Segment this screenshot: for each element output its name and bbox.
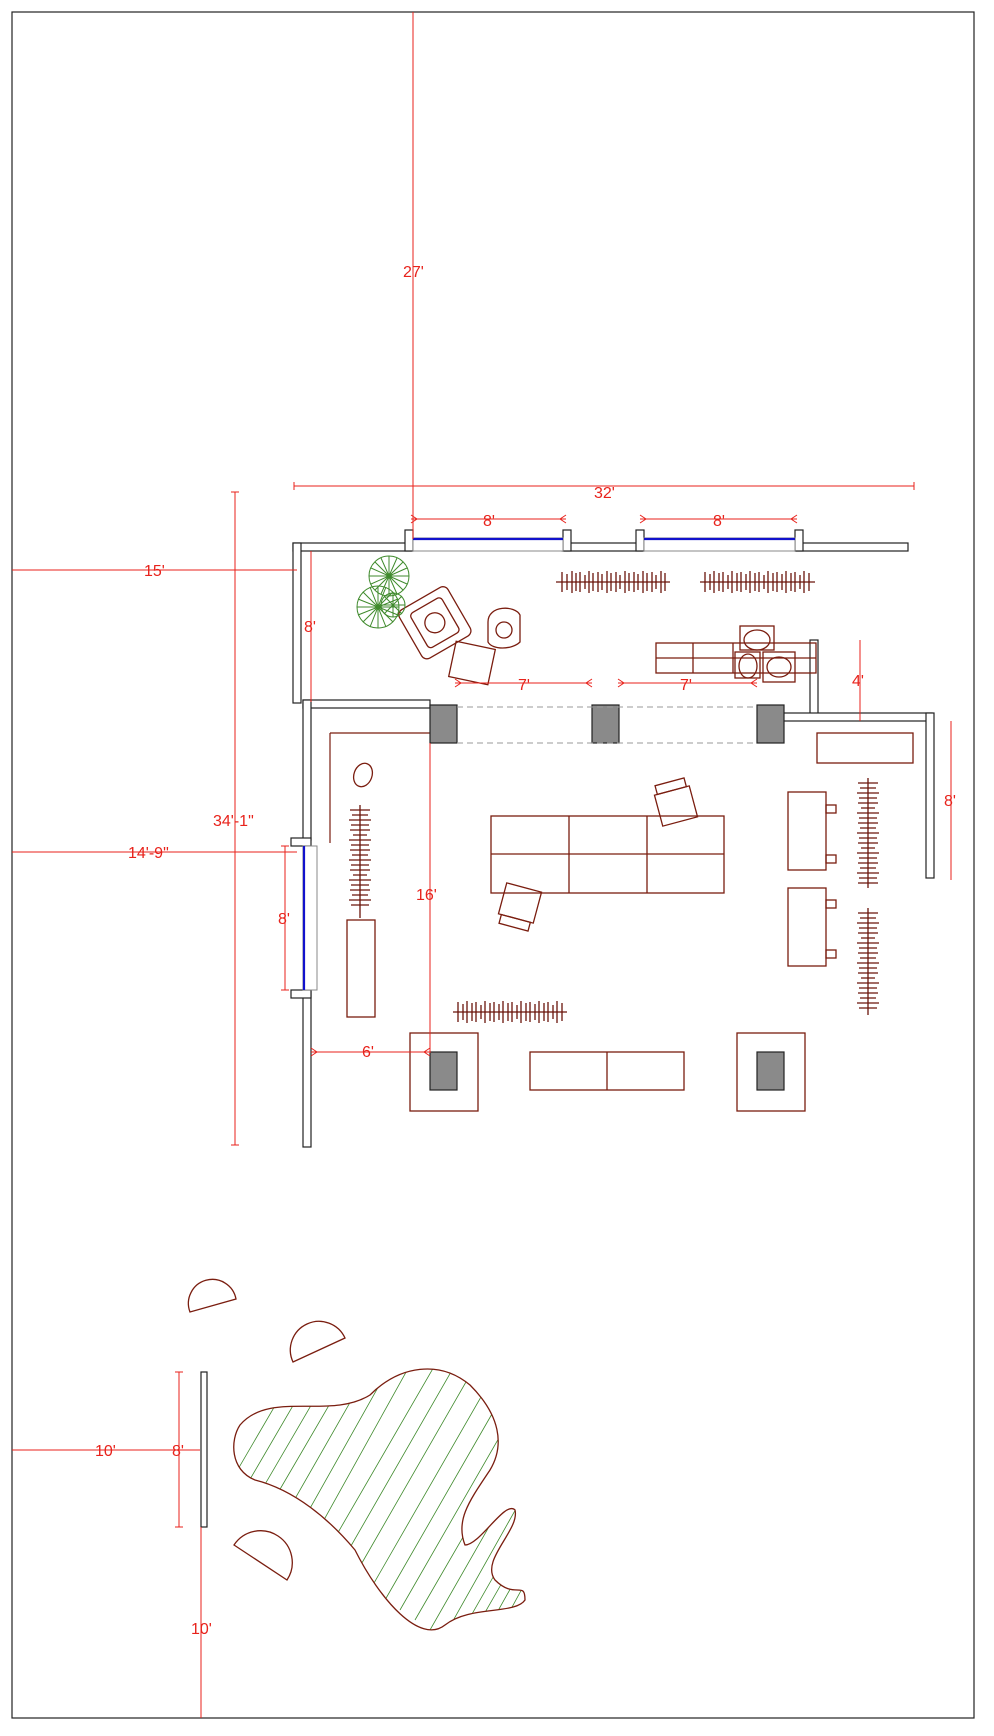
dimension-lines <box>12 12 952 1718</box>
plants <box>356 555 410 629</box>
dim-14-9: 14'-9" <box>128 845 169 862</box>
dim-15: 15' <box>144 563 165 580</box>
dim-6: 6' <box>362 1044 374 1061</box>
dimension-labels: 27' 32' 8' 8' 15' 8' 34'-1" 7' 7' 4' 8' … <box>95 264 956 1638</box>
sheet-border <box>11 11 975 1719</box>
dim-right-8: 8' <box>944 793 956 810</box>
dim-7-left: 7' <box>518 677 530 694</box>
pond <box>233 1368 526 1631</box>
furniture <box>187 586 914 1581</box>
dim-34-1: 34'-1" <box>213 813 254 830</box>
dim-bottom-10-vertical: 10' <box>191 1621 212 1638</box>
dim-window-top-right: 8' <box>713 513 725 530</box>
dim-bottom-10-horizontal: 10' <box>95 1443 116 1460</box>
dim-bottom-8: 8' <box>172 1443 184 1460</box>
dim-4: 4' <box>852 673 864 690</box>
dim-32: 32' <box>594 485 615 502</box>
dim-vertical-8: 8' <box>304 619 316 636</box>
dim-window-top-left: 8' <box>483 513 495 530</box>
windows <box>302 537 795 990</box>
dim-7-right: 7' <box>680 677 692 694</box>
walls <box>200 529 935 1528</box>
dim-16: 16' <box>416 887 437 904</box>
dim-27: 27' <box>403 264 424 281</box>
dim-window-left-8: 8' <box>278 911 290 928</box>
clothing-racks <box>349 571 879 1023</box>
structural-columns <box>429 704 785 1091</box>
